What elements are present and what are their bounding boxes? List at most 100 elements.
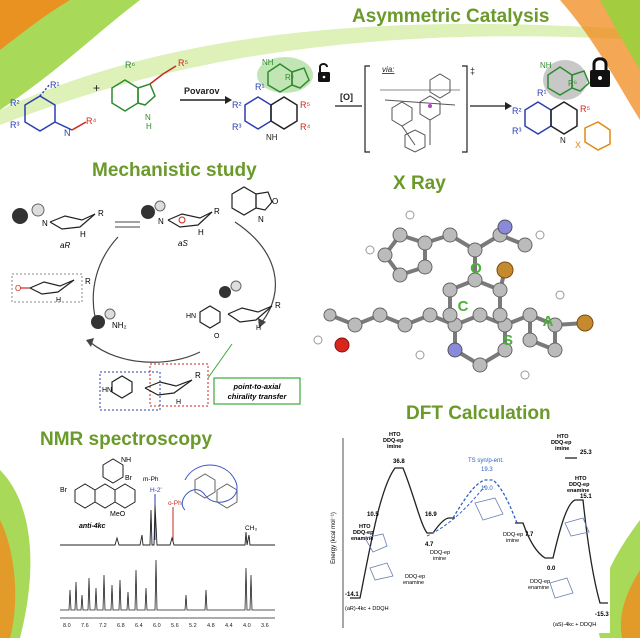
- aldehyde-box: [11, 273, 83, 303]
- product-thq: [244, 96, 298, 130]
- swoosh-green-top-left: [0, 0, 140, 110]
- povarov-arrowhead: [225, 96, 232, 104]
- swoosh-orange-top-left: [0, 0, 70, 50]
- dft-value: 19.0: [481, 486, 493, 492]
- dft-profile-right: [515, 499, 608, 604]
- product-indole-nh: NH: [262, 58, 274, 67]
- nmr-panel: [55, 450, 280, 633]
- ar-label: aR: [60, 241, 70, 250]
- product-aryl-orange: [584, 121, 611, 151]
- quinoline-r6: R⁶: [568, 79, 577, 88]
- nmr-tick: 6.4: [135, 623, 143, 629]
- amine-nh2: NH₂: [112, 321, 127, 330]
- nmr-lower-trace: [60, 559, 275, 611]
- xray-nitrogen-1: [447, 342, 463, 358]
- nmr-tick: 6.8: [117, 623, 125, 629]
- aldehyde-structure: [20, 279, 75, 295]
- xray-structure: O C S A: [313, 210, 594, 380]
- dft-state-end: (aS)-4kc + DDQH: [553, 622, 596, 628]
- transfer-connector: [207, 343, 233, 379]
- amine-catalyst-ball: [91, 315, 105, 329]
- indole-h: H: [146, 122, 152, 131]
- dft-value: 10.5: [367, 512, 379, 518]
- transfer-box-blue: [99, 371, 161, 411]
- as-n-label: N: [158, 217, 164, 226]
- unlocked-padlock-icon: [318, 63, 330, 82]
- plus-sign: +: [93, 81, 100, 95]
- as-o-highlight: [178, 216, 186, 224]
- catalyst-ball-as: [141, 205, 155, 219]
- amine-catalyst-ball-2: [104, 308, 116, 320]
- ts-structure: [380, 73, 460, 153]
- ar-h-label: H: [80, 230, 86, 239]
- transfer-hn: HN: [102, 387, 112, 394]
- chirality-transfer-line1: point-to-axial: [232, 382, 281, 391]
- reactant-imine: [24, 83, 87, 132]
- quinoline-r2: R²: [512, 106, 522, 116]
- quinoline-indole-nh: NH: [540, 61, 552, 70]
- title-mechanistic-study: Mechanistic study: [92, 160, 257, 181]
- povarov-label: Povarov: [184, 86, 220, 96]
- product-nh: NH: [266, 133, 278, 142]
- swoosh-green-right: [600, 0, 640, 70]
- mechanism-cycle: N R H aR N R H aS O N O H R NH₂ HN O R H: [11, 186, 301, 411]
- dft-value: 0.0: [547, 566, 556, 572]
- indole-nh: N: [145, 113, 151, 122]
- nmr-compound-structure: [74, 458, 136, 509]
- via-label: via:: [382, 65, 394, 74]
- nmr-tick: 5.6: [171, 623, 179, 629]
- xray-ring-a: A: [543, 313, 554, 330]
- product-r6: R⁶: [285, 73, 294, 82]
- oxidation-label: [O]: [340, 92, 353, 102]
- swoosh-green-top-band: [0, 23, 640, 125]
- dft-molecule-sketches: [364, 497, 590, 599]
- nmr-peak-oph: o-Ph: [168, 500, 182, 507]
- cycle-arc-bottom: [89, 341, 201, 363]
- nmr-meo: MeO: [110, 511, 126, 518]
- benzoxazolone: [231, 186, 273, 216]
- dft-value: 4.7: [425, 542, 434, 548]
- ts-bracket-right: [462, 65, 468, 153]
- product-r5: R⁵: [300, 100, 310, 110]
- transfer-h: H: [176, 399, 181, 406]
- intermediate-ball: [219, 286, 231, 298]
- dft-value: -15.3: [595, 612, 609, 618]
- xray-ring-s: S: [503, 332, 513, 349]
- dft-ts-path: [452, 479, 518, 524]
- ar-r-label: R: [98, 209, 104, 218]
- imine-n: N: [64, 128, 71, 138]
- dft-value: 16.9: [425, 512, 437, 518]
- nmr-tick: 4.8: [207, 623, 215, 629]
- xray-atoms: [313, 210, 594, 380]
- transfer-r: R: [195, 371, 201, 380]
- nmr-peak-ch3: CH₃: [245, 525, 257, 532]
- asymmetric-scheme: R¹ R² R³ N R⁴ + R⁶ R⁵ N H Povarov R¹ R² …: [10, 57, 611, 153]
- nmr-tick: 7.6: [81, 623, 89, 629]
- dft-ts-label: TS syn/p-ent.: [468, 458, 504, 464]
- as-r-label: R: [214, 207, 220, 216]
- title-xray: X Ray: [393, 173, 446, 194]
- product-r2: R²: [232, 100, 242, 110]
- indole-r5: R⁵: [178, 58, 188, 68]
- cycle-arc-right: [234, 221, 276, 323]
- chirality-transfer-line2: chirality transfer: [228, 392, 288, 401]
- locked-padlock-icon: [590, 57, 610, 87]
- quinoline-n: N: [560, 136, 566, 145]
- intermediate-h: H: [256, 325, 261, 332]
- imine-r3: R³: [10, 120, 20, 130]
- as-h-label: H: [198, 228, 204, 237]
- ts-h-atom: [428, 104, 432, 108]
- intermediate-hn: HN: [186, 313, 196, 320]
- dft-value: 15.1: [580, 494, 592, 500]
- quinoline-x: X: [575, 140, 581, 150]
- xray-ring-o: O: [470, 260, 482, 277]
- nmr-br2: Br: [125, 475, 133, 482]
- product-thq-indole: [267, 63, 310, 93]
